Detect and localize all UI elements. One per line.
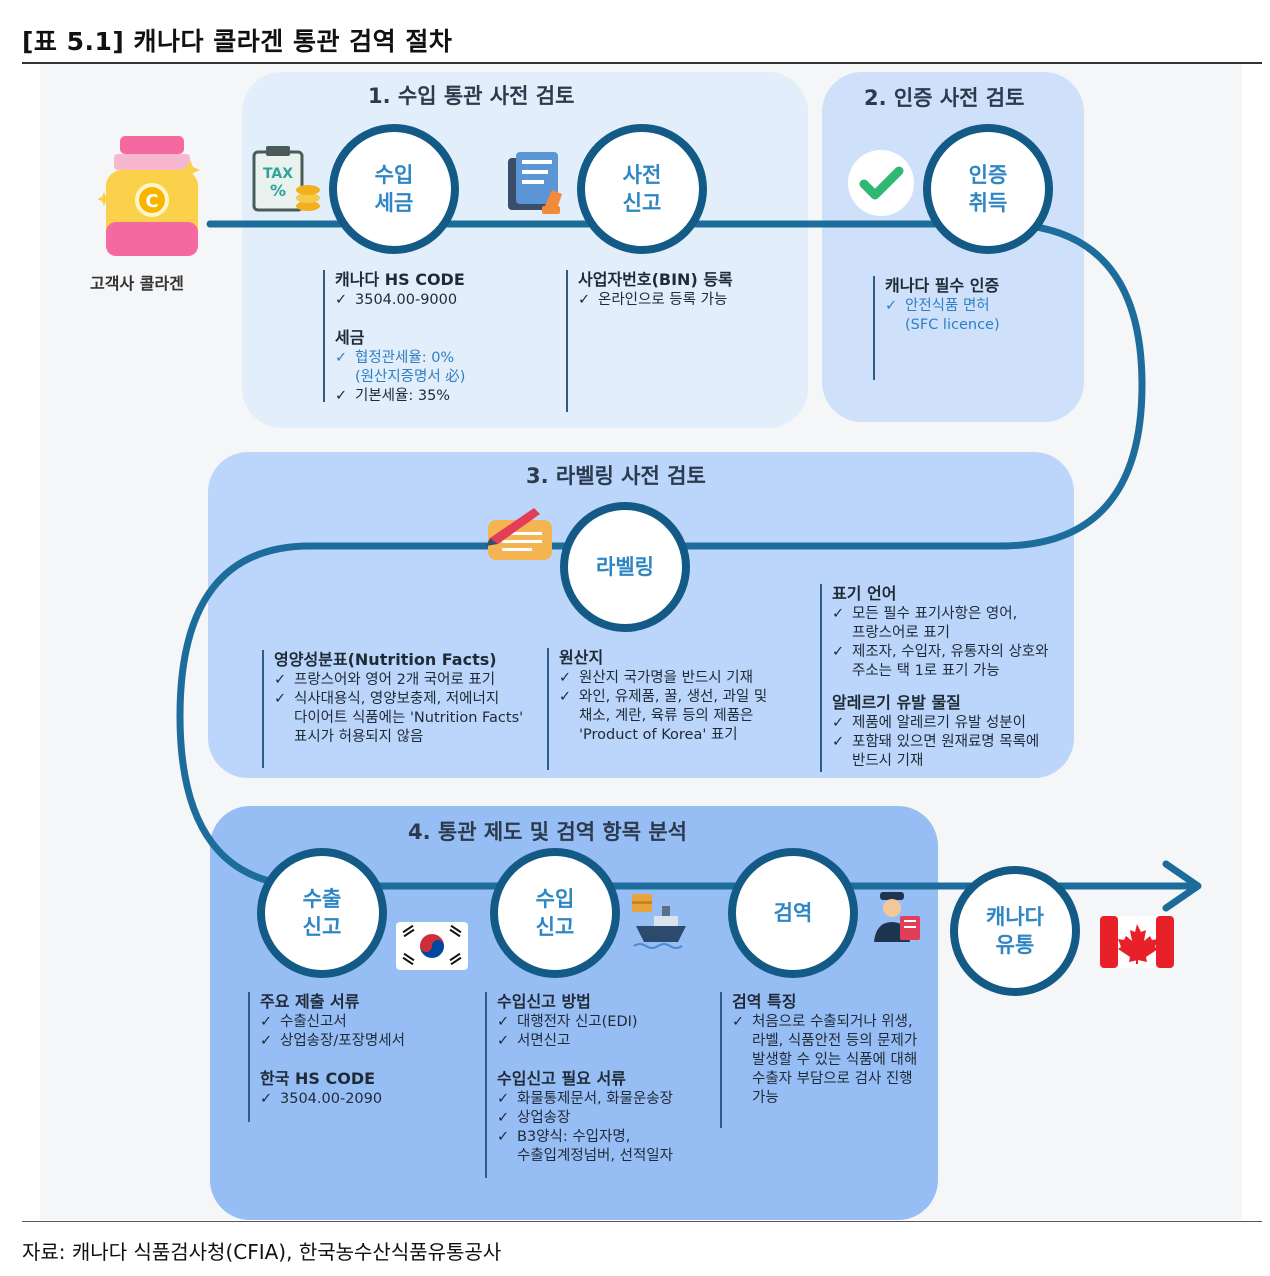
step-import-tax: 수입 세금	[329, 124, 459, 254]
import-docs-heading: 수입신고 필요 서류	[497, 1069, 626, 1088]
bin-block: 사업자번호(BIN) 등록 온라인으로 등록 가능	[566, 270, 778, 412]
export-docs-item-report: 수출신고서	[260, 1013, 460, 1032]
cert-block: 캐나다 필수 인증 안전식품 면허 (SFC licence)	[873, 276, 1055, 380]
canada-flag-icon	[1100, 916, 1174, 968]
hs-code-item: 3504.00-9000	[335, 291, 535, 310]
step-labeling: 라벨링	[560, 502, 690, 632]
origin-item-products: 와인, 유제품, 꿀, 생선, 과일 및 채소, 계란, 육류 등의 제품은 '…	[559, 688, 789, 745]
section-1-title: 1. 수입 통관 사전 검토	[368, 84, 575, 108]
import-docs-item-invoice: 상업송장	[497, 1109, 707, 1128]
korea-hs-heading: 한국 HS CODE	[260, 1069, 376, 1088]
cert-heading: 캐나다 필수 인증	[885, 276, 1000, 295]
step-distribution: 캐나다 유통	[950, 866, 1080, 996]
inspector-icon	[874, 892, 920, 942]
section-2-panel	[822, 72, 1084, 422]
svg-text:C: C	[145, 191, 158, 212]
allergen-heading: 알레르기 유발 물질	[832, 693, 961, 712]
origin-item-country: 원산지 국가명을 반드시 기재	[559, 669, 789, 688]
allergen-item-contains: 제품에 알레르기 유발 성분이	[832, 714, 1062, 733]
svg-text:TAX: TAX	[263, 166, 293, 182]
export-docs-heading: 주요 제출 서류	[260, 992, 360, 1011]
import-docs-item-b3: B3양식: 수입자명, 수출입계정넘버, 선적일자	[497, 1128, 707, 1166]
hs-code-heading: 캐나다 HS CODE	[335, 270, 465, 289]
tax-heading: 세금	[335, 328, 365, 347]
nutrition-block: 영양성분표(Nutrition Facts) 프랑스어와 영어 2개 국어로 표…	[262, 650, 536, 768]
origin-block: 원산지 원산지 국가명을 반드시 기재 와인, 유제품, 꿀, 생선, 과일 및…	[547, 648, 789, 770]
customer-label: 고객사 콜라겐	[90, 274, 184, 293]
export-docs-block: 주요 제출 서류 수출신고서 상업송장/포장명세서 한국 HS CODE 350…	[248, 992, 460, 1122]
tax-item-agreement: 협정관세율: 0% (원산지증명서 必)	[335, 349, 535, 387]
language-item-company: 제조자, 수입자, 유통자의 상호와 주소는 택 1로 표기 가능	[832, 643, 1062, 681]
svg-text:%: %	[270, 181, 286, 200]
language-item-required: 모든 필수 표기사항은 영어, 프랑스어로 표기	[832, 605, 1062, 643]
section-2-title: 2. 인증 사전 검토	[864, 86, 1025, 110]
document-icon	[508, 152, 562, 214]
cert-item: 안전식품 면허 (SFC licence)	[885, 297, 1055, 335]
title-rule	[22, 62, 1262, 64]
tax-icon: TAX %	[252, 146, 320, 212]
figure-title: [표 5.1] 캐나다 콜라겐 통관 검역 절차	[22, 27, 453, 56]
tax-item-base: 기본세율: 35%	[335, 387, 535, 406]
nutrition-heading: 영양성분표(Nutrition Facts)	[274, 650, 497, 669]
step-pre-report: 사전 신고	[577, 124, 707, 254]
korea-flag-icon	[396, 922, 468, 970]
cargo-ship-icon	[632, 894, 686, 949]
collagen-bottle-icon: C	[98, 136, 200, 256]
quarantine-item: 처음으로 수출되거나 위생, 라벨, 식품안전 등의 문제가 발생할 수 있는 …	[732, 1013, 932, 1108]
step-import-report: 수입 신고	[490, 848, 620, 978]
source-rule	[22, 1221, 1262, 1222]
allergen-item-list: 포함돼 있으면 원재료명 목록에 반드시 기재	[832, 733, 1062, 771]
bin-heading: 사업자번호(BIN) 등록	[578, 270, 733, 289]
source-note: 자료: 캐나다 식품검사청(CFIA), 한국농수산식품유통공사	[22, 1240, 502, 1264]
export-docs-item-invoice: 상업송장/포장명세서	[260, 1032, 460, 1051]
korea-hs-item: 3504.00-2090	[260, 1090, 460, 1109]
step-certification: 인증 취득	[923, 124, 1053, 254]
section-4-title: 4. 통관 제도 및 검역 항목 분석	[408, 820, 687, 844]
quarantine-heading: 검역 특징	[732, 992, 797, 1011]
bin-item: 온라인으로 등록 가능	[578, 291, 778, 310]
label-pen-icon	[486, 508, 552, 560]
origin-heading: 원산지	[559, 648, 604, 667]
import-docs-item-cargo: 화물통제문서, 화물운송장	[497, 1090, 707, 1109]
import-method-item-paper: 서면신고	[497, 1032, 707, 1051]
import-method-heading: 수입신고 방법	[497, 992, 591, 1011]
hs-code-block: 캐나다 HS CODE 3504.00-9000 세금 협정관세율: 0% (원…	[323, 270, 535, 406]
import-method-item-edi: 대행전자 신고(EDI)	[497, 1013, 707, 1032]
nutrition-item-restriction: 식사대용식, 영양보충제, 저에너지 다이어트 식품에는 'Nutrition …	[274, 690, 536, 747]
nutrition-item-language: 프랑스어와 영어 2개 국어로 표기	[274, 671, 536, 690]
check-icon	[848, 150, 914, 216]
quarantine-block: 검역 특징 처음으로 수출되거나 위생, 라벨, 식품안전 등의 문제가 발생할…	[720, 992, 932, 1128]
section-3-title: 3. 라벨링 사전 검토	[526, 464, 706, 488]
language-heading: 표기 언어	[832, 584, 897, 603]
diagram-canvas: 1. 수입 통관 사전 검토 2. 인증 사전 검토 3. 라벨링 사전 검토 …	[40, 64, 1242, 1220]
import-method-block: 수입신고 방법 대행전자 신고(EDI) 서면신고 수입신고 필요 서류 화물통…	[485, 992, 707, 1178]
step-quarantine: 검역	[728, 848, 858, 978]
step-export-report: 수출 신고	[257, 848, 387, 978]
language-allergen-block: 표기 언어 모든 필수 표기사항은 영어, 프랑스어로 표기 제조자, 수입자,…	[820, 584, 1062, 772]
